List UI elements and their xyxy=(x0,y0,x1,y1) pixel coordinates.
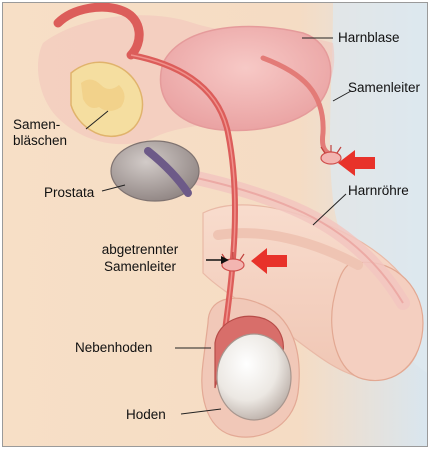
bladder xyxy=(161,27,331,131)
anatomy-illustration xyxy=(3,3,427,446)
label-hoden: Hoden xyxy=(126,407,166,423)
label-nebenhoden: Nebenhoden xyxy=(75,340,152,356)
label-harnblase: Harnblase xyxy=(338,30,400,46)
testis xyxy=(217,334,291,420)
label-samenleiter: Samenleiter xyxy=(348,80,420,96)
label-abgetrennt-1: abgetrennter xyxy=(76,242,204,258)
label-prostata: Prostata xyxy=(44,185,94,201)
label-abgetrennt-2: Samenleiter xyxy=(76,259,204,275)
label-samenblaeschen-2: bläschen xyxy=(13,133,67,149)
label-samenblaeschen-1: Samen- xyxy=(13,117,60,133)
label-harnroehre: Harnröhre xyxy=(348,183,409,199)
